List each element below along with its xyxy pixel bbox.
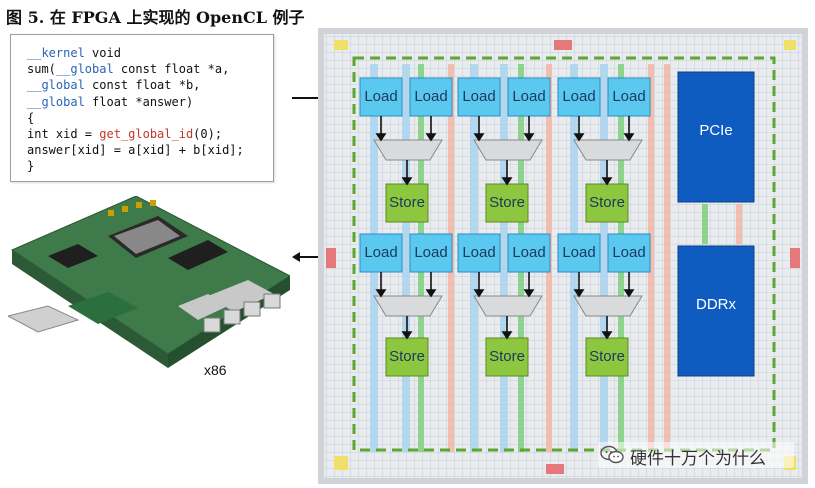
opencl-code: __kernel void sum(__global const float *… (27, 45, 244, 175)
store-block-label: Store (389, 194, 425, 211)
store-block-label: Store (489, 348, 525, 365)
store-block-label: Store (389, 348, 425, 365)
load-block-label: Load (414, 244, 448, 261)
fpga-chip-diagram (318, 28, 808, 484)
watermark-text: 硬件十万个为什么 (630, 449, 766, 468)
wechat-icon (600, 445, 624, 464)
code-text: void (84, 46, 121, 60)
code-text: const float *b, (84, 78, 201, 93)
opencl-code-box: __kernel void sum(__global const float *… (10, 34, 274, 182)
store-block-label: Store (489, 194, 525, 211)
code-kw: __global (27, 94, 85, 109)
load-block-label: Load (612, 88, 646, 105)
figure-caption: 图 5. 在 FPGA 上实现的 OpenCL 例子 (6, 8, 305, 27)
code-text: const float *a, (113, 62, 230, 77)
code-text: int xid = (27, 127, 100, 142)
board-label: x86 (204, 362, 227, 378)
code-fn: get_global_id (99, 127, 194, 142)
code-text: (0); (193, 127, 223, 142)
code-text: float *answer) (84, 94, 194, 109)
load-block-label: Load (462, 88, 496, 105)
code-text: sum( (27, 62, 56, 77)
load-block-label: Load (562, 88, 596, 105)
load-block-label: Load (612, 244, 646, 261)
ddr-block-label: DDRx (696, 296, 736, 313)
code-text: } (27, 159, 35, 174)
load-block-label: Load (512, 88, 546, 105)
arrow-left-icon (292, 252, 332, 262)
store-block-label: Store (589, 348, 625, 365)
code-text: { (27, 110, 35, 125)
load-block-label: Load (562, 244, 596, 261)
code-kw: __kernel (27, 46, 85, 60)
load-block-label: Load (414, 88, 448, 105)
watermark-backdrop (598, 442, 794, 468)
load-block-label: Load (364, 244, 398, 261)
pcie-block-label: PCIe (699, 122, 733, 139)
code-kw: __global (27, 78, 85, 93)
fpga-board-image (8, 196, 290, 368)
load-block-label: Load (364, 88, 398, 105)
store-block-label: Store (589, 194, 625, 211)
code-kw: __global (55, 62, 114, 77)
load-block-label: Load (462, 244, 496, 261)
load-block-label: Load (512, 244, 546, 261)
code-text: answer[xid] = a[xid] + b[xid]; (27, 143, 244, 158)
